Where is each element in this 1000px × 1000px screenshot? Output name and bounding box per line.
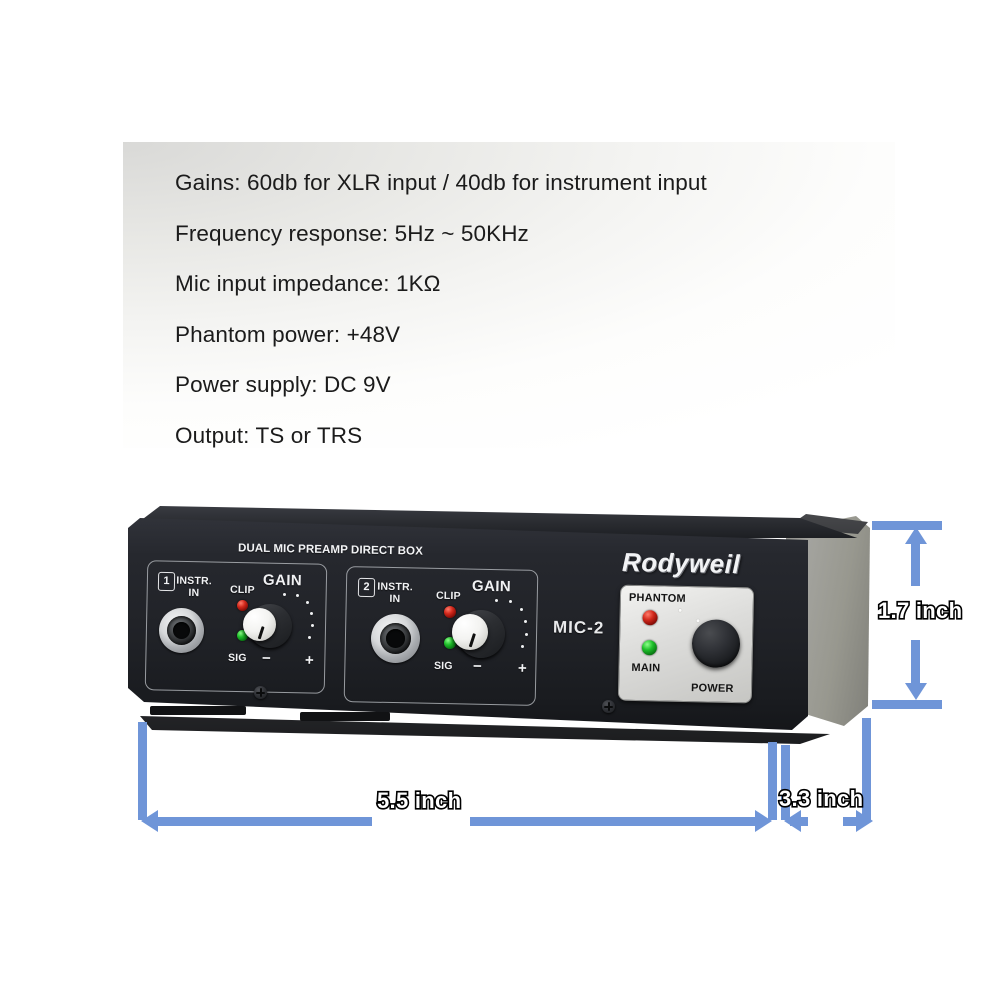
channel-2-sig-label: SIG (433, 659, 453, 673)
model-label: MIC-2 (552, 617, 605, 638)
channel-1-gain-tick-0 (283, 593, 287, 597)
channel-1-instr-line1: INSTR. (176, 574, 213, 588)
height-tick-bottom (872, 700, 942, 709)
width-arrow-line-right (470, 817, 755, 826)
height-tick-top (872, 521, 942, 530)
spec-line-power-supply: Power supply: DC 9V (175, 372, 391, 397)
main-led (641, 640, 658, 656)
main-label: MAIN (631, 661, 661, 675)
channel-2-gain-tick-2 (520, 608, 524, 612)
channel-2-gain-plus: + (517, 659, 527, 678)
channel-2-gain-tick-1 (509, 600, 513, 604)
channel-1-instr-in-label: INSTR. IN (172, 574, 216, 600)
spec-line-mic-impedance: Mic input impedance: 1KΩ (175, 271, 441, 296)
channel-2-clip-led (444, 606, 456, 618)
channel-1-gain-knob[interactable] (243, 608, 276, 641)
channel-1-gain-pointer (257, 625, 265, 640)
spec-line-output: Output: TS or TRS (175, 422, 363, 448)
channel-1-gain-plus: + (304, 651, 314, 670)
channel-1-clip-label: CLIP (229, 583, 255, 597)
channel-1-gain-tick-3 (310, 612, 314, 616)
depth-tick-left (781, 745, 790, 820)
channel-2-clip-label: CLIP (435, 589, 461, 603)
spec-line-frequency-response: Frequency response: 5Hz ~ 50KHz (175, 220, 529, 246)
chassis-foot-right (300, 712, 390, 721)
channel-1-sig-led (237, 630, 248, 641)
spec-line-gains: Gains: 60db for XLR input / 40db for ins… (175, 170, 707, 195)
channel-2-gain-minus: − (472, 657, 482, 676)
width-tick-left (138, 722, 147, 820)
channel-2-instr-line2: IN (389, 592, 401, 605)
depth-arrow-head-left (784, 810, 801, 832)
specifications-list: Gains: 60db for XLR input / 40db for ins… (175, 158, 885, 446)
channel-1-gain-tick-5 (308, 636, 312, 640)
channel-1-clip-led (237, 600, 248, 611)
chassis-foot-left (150, 706, 246, 715)
channel-2-gain-pointer (468, 633, 476, 649)
brand-logo: Rodyweil (621, 546, 741, 580)
channel-1-gain-label: GAIN (262, 571, 303, 590)
height-arrow-line-lower (911, 640, 920, 685)
channel-2-instrument-jack[interactable] (371, 614, 420, 663)
channel-2-instr-line1: INSTR. (377, 580, 414, 594)
depth-arrow-line-right (843, 817, 861, 826)
phantom-led (642, 610, 658, 626)
channel-1-sig-label: SIG (227, 651, 247, 665)
channel-1-screw (254, 686, 267, 699)
width-dimension-label: 5.5 inch (375, 786, 462, 814)
channel-2-gain-tick-3 (524, 620, 528, 624)
depth-dimension-label: 3.3 inch (777, 784, 864, 812)
height-dimension-label: 1.7 inch (876, 596, 963, 624)
phantom-label: PHANTOM (628, 591, 686, 605)
power-label: POWER (690, 682, 734, 696)
channel-2-gain-knob[interactable] (452, 614, 488, 650)
channel-1-instrument-jack[interactable] (159, 608, 204, 653)
channel-1-gain-tick-4 (311, 624, 315, 628)
power-knob[interactable] (691, 619, 741, 669)
height-arrow-head-up (905, 527, 927, 544)
width-arrow-line-left (157, 817, 372, 826)
power-panel-dot-1 (678, 608, 682, 612)
channel-1-instr-line2: IN (188, 586, 200, 599)
spec-line-phantom-power: Phantom power: +48V (175, 321, 401, 347)
depth-arrow-head-right (856, 810, 873, 832)
depth-tick-right (862, 718, 871, 820)
height-arrow-line-upper (911, 538, 920, 586)
channel-2-gain-label: GAIN (471, 577, 512, 596)
width-tick-right (768, 742, 777, 820)
channel-2-instr-in-label: INSTR. IN (373, 580, 417, 606)
width-arrow-head-right (755, 810, 772, 832)
channel-1-gain-tick-1 (296, 594, 300, 598)
specifications-panel: Gains: 60db for XLR input / 40db for ins… (123, 142, 895, 448)
width-arrow-head-left (141, 810, 158, 832)
channel-1-gain-tick-2 (306, 601, 310, 605)
power-panel-dot-2 (696, 619, 700, 623)
power-panel: PHANTOM MAIN POWER (617, 584, 755, 704)
height-arrow-head-down (905, 683, 927, 700)
channel-2-gain-tick-4 (525, 633, 529, 637)
channel-2-gain-tick-5 (521, 645, 525, 649)
channel-1-gain-minus: − (261, 649, 271, 668)
channel-2-screw (602, 700, 615, 713)
channel-2-gain-tick-0 (495, 599, 499, 603)
